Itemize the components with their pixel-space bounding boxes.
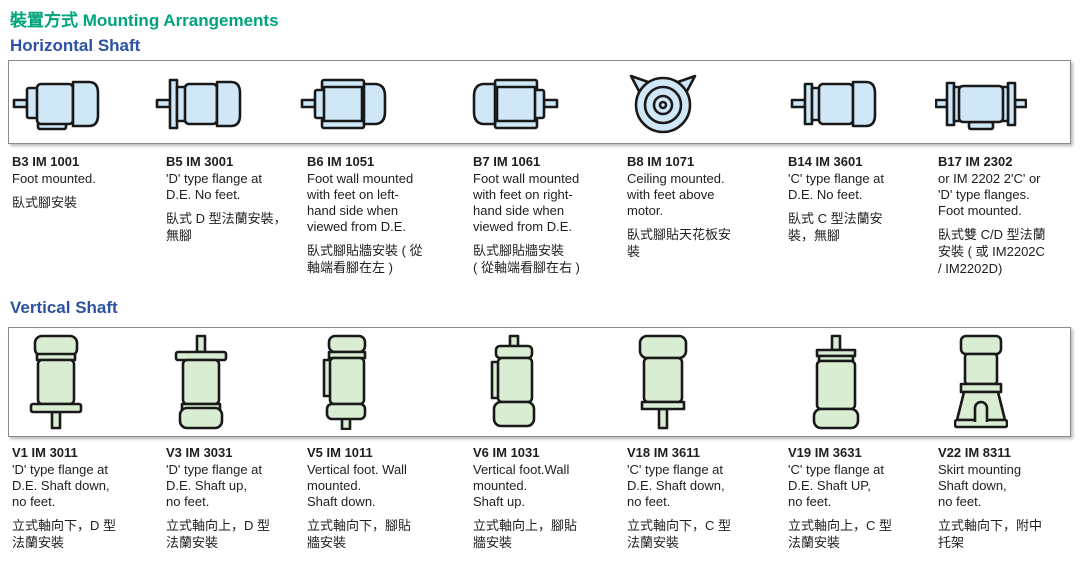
mount-code: V3 IM 3031 (166, 445, 233, 460)
motor-horizontal-d-flange-icon (155, 78, 242, 130)
mount-item-b8: B8 IM 1071 Ceiling mounted. with feet ab… (627, 154, 776, 260)
mount-desc-en: 'C' type flange at D.E. No feet. (788, 171, 885, 202)
page-title: 裝置方式 Mounting Arrangements (10, 6, 279, 31)
mount-desc-en: Vertical foot. Wall mounted. Shaft down. (307, 462, 407, 509)
mount-desc-zh: 臥式腳安裝 (12, 195, 78, 210)
mount-code: V1 IM 3011 (12, 445, 78, 460)
mount-code: B14 IM 3601 (788, 154, 863, 169)
mount-code: V19 IM 3631 (788, 445, 862, 460)
mount-desc-zh: 臥式 D 型法蘭安裝， 無腳 (166, 211, 287, 243)
horizontal-illustration-panel (8, 60, 1071, 144)
mount-item-v22: V22 IM 8311 Skirt mounting Shaft down, n… (938, 445, 1071, 551)
mount-desc-zh: 立式軸向下，腳貼 牆安裝 (307, 518, 412, 550)
mount-desc-en: 'D' type flange at D.E. Shaft down, no f… (12, 462, 110, 509)
mount-desc-en: 'D' type flange at D.E. No feet. (166, 171, 263, 202)
motor-horizontal-c-flange-icon (790, 80, 877, 128)
mount-item-v19: V19 IM 3631 'C' type flange at D.E. Shaf… (788, 445, 926, 551)
mount-desc-en: 'C' type flange at D.E. Shaft UP, no fee… (788, 462, 885, 509)
motor-horizontal-double-flange-icon (935, 81, 1027, 131)
page-title-zh: 裝置方式 (10, 11, 78, 30)
mount-code: B6 IM 1051 (307, 154, 375, 169)
mount-desc-en: Skirt mounting Shaft down, no feet. (938, 462, 1022, 509)
mount-desc-en: Vertical foot.Wall mounted. Shaft up. (473, 462, 570, 509)
mount-code: B5 IM 3001 (166, 154, 234, 169)
motor-vertical-skirt-mount-icon (954, 334, 1008, 429)
mount-item-b7: B7 IM 1061 Foot wall mounted with feet o… (473, 154, 615, 276)
mount-desc-zh: 臥式 C 型法蘭安 裝，無腳 (788, 211, 883, 243)
mount-item-v5: V5 IM 1011 Vertical foot. Wall mounted. … (307, 445, 461, 551)
mount-code: B3 IM 1001 (12, 154, 80, 169)
mount-desc-en: 'C' type flange at D.E. Shaft down, no f… (627, 462, 725, 509)
page-title-en: Mounting Arrangements (82, 11, 279, 30)
mount-desc-zh: 立式軸向上，D 型 法蘭安裝 (166, 518, 271, 550)
mount-code: V22 IM 8311 (938, 445, 1011, 460)
mount-desc-zh: 臥式雙 C/D 型法蘭 安裝 ( 或 IM2202C / IM2202D) (938, 227, 1046, 276)
mount-desc-en: Foot mounted. (12, 171, 96, 186)
motor-vertical-wall-foot-shaft-up-icon (490, 334, 536, 428)
mount-desc-zh: 臥式腳貼天花板安 裝 (627, 227, 732, 259)
motor-end-view-ceiling-icon (629, 74, 697, 134)
mount-desc-zh: 立式軸向上，腳貼 牆安裝 (473, 518, 578, 550)
mount-item-v1: V1 IM 3011 'D' type flange at D.E. Shaft… (12, 445, 154, 551)
mount-desc-en: or IM 2202 2'C' or 'D' type flanges. Foo… (938, 171, 1041, 218)
mount-item-v18: V18 IM 3611 'C' type flange at D.E. Shaf… (627, 445, 776, 551)
motor-horizontal-wall-feet-left-icon (300, 78, 387, 130)
mount-code: V5 IM 1011 (307, 445, 373, 460)
motor-vertical-c-flange-shaft-down-icon (638, 334, 688, 430)
mount-item-b17: B17 IM 2302 or IM 2202 2'C' or 'D' type … (938, 154, 1071, 277)
mount-desc-en: Ceiling mounted. with feet above motor. (627, 171, 725, 218)
mount-desc-zh: 立式軸向下，附中 托架 (938, 518, 1043, 550)
mount-code: V18 IM 3611 (627, 445, 700, 460)
motor-horizontal-foot-shaft-left-icon (12, 80, 100, 131)
mount-desc-zh: 臥式腳貼牆安裝 ( 從軸端看腳在右 ) (473, 243, 580, 275)
mount-desc-zh: 立式軸向上，C 型 法蘭安裝 (788, 518, 893, 550)
mount-desc-en: Foot wall mounted with feet on right- ha… (473, 171, 580, 234)
mount-code: V6 IM 1031 (473, 445, 540, 460)
motor-vertical-d-flange-shaft-down-icon (29, 334, 83, 430)
motor-vertical-wall-foot-shaft-down-icon (322, 334, 367, 430)
motor-vertical-d-flange-shaft-up-icon (174, 334, 228, 430)
mount-desc-en: 'D' type flange at D.E. Shaft up, no fee… (166, 462, 263, 509)
section-heading-vertical: Vertical Shaft (10, 298, 118, 317)
vertical-illustration-panel (8, 327, 1071, 437)
mount-desc-en: Foot wall mounted with feet on left- han… (307, 171, 414, 234)
mount-item-b6: B6 IM 1051 Foot wall mounted with feet o… (307, 154, 461, 276)
section-heading-horizontal: Horizontal Shaft (10, 36, 141, 55)
mount-desc-zh: 立式軸向下，C 型 法蘭安裝 (627, 518, 732, 550)
mount-code: B17 IM 2302 (938, 154, 1013, 169)
motor-vertical-c-flange-shaft-up-icon (812, 334, 860, 430)
mount-item-v6: V6 IM 1031 Vertical foot.Wall mounted. S… (473, 445, 615, 551)
mount-item-b3: B3 IM 1001 Foot mounted. 臥式腳安裝 (12, 154, 154, 211)
motor-horizontal-wall-feet-right-icon (472, 78, 559, 130)
mount-desc-zh: 立式軸向下，D 型 法蘭安裝 (12, 518, 117, 550)
mount-item-b14: B14 IM 3601 'C' type flange at D.E. No f… (788, 154, 926, 244)
mount-code: B7 IM 1061 (473, 154, 541, 169)
mount-desc-zh: 臥式腳貼牆安裝 ( 從 軸端看腳在左 ) (307, 243, 423, 275)
mount-code: B8 IM 1071 (627, 154, 695, 169)
mount-item-v3: V3 IM 3031 'D' type flange at D.E. Shaft… (166, 445, 295, 551)
mount-item-b5: B5 IM 3001 'D' type flange at D.E. No fe… (166, 154, 295, 244)
